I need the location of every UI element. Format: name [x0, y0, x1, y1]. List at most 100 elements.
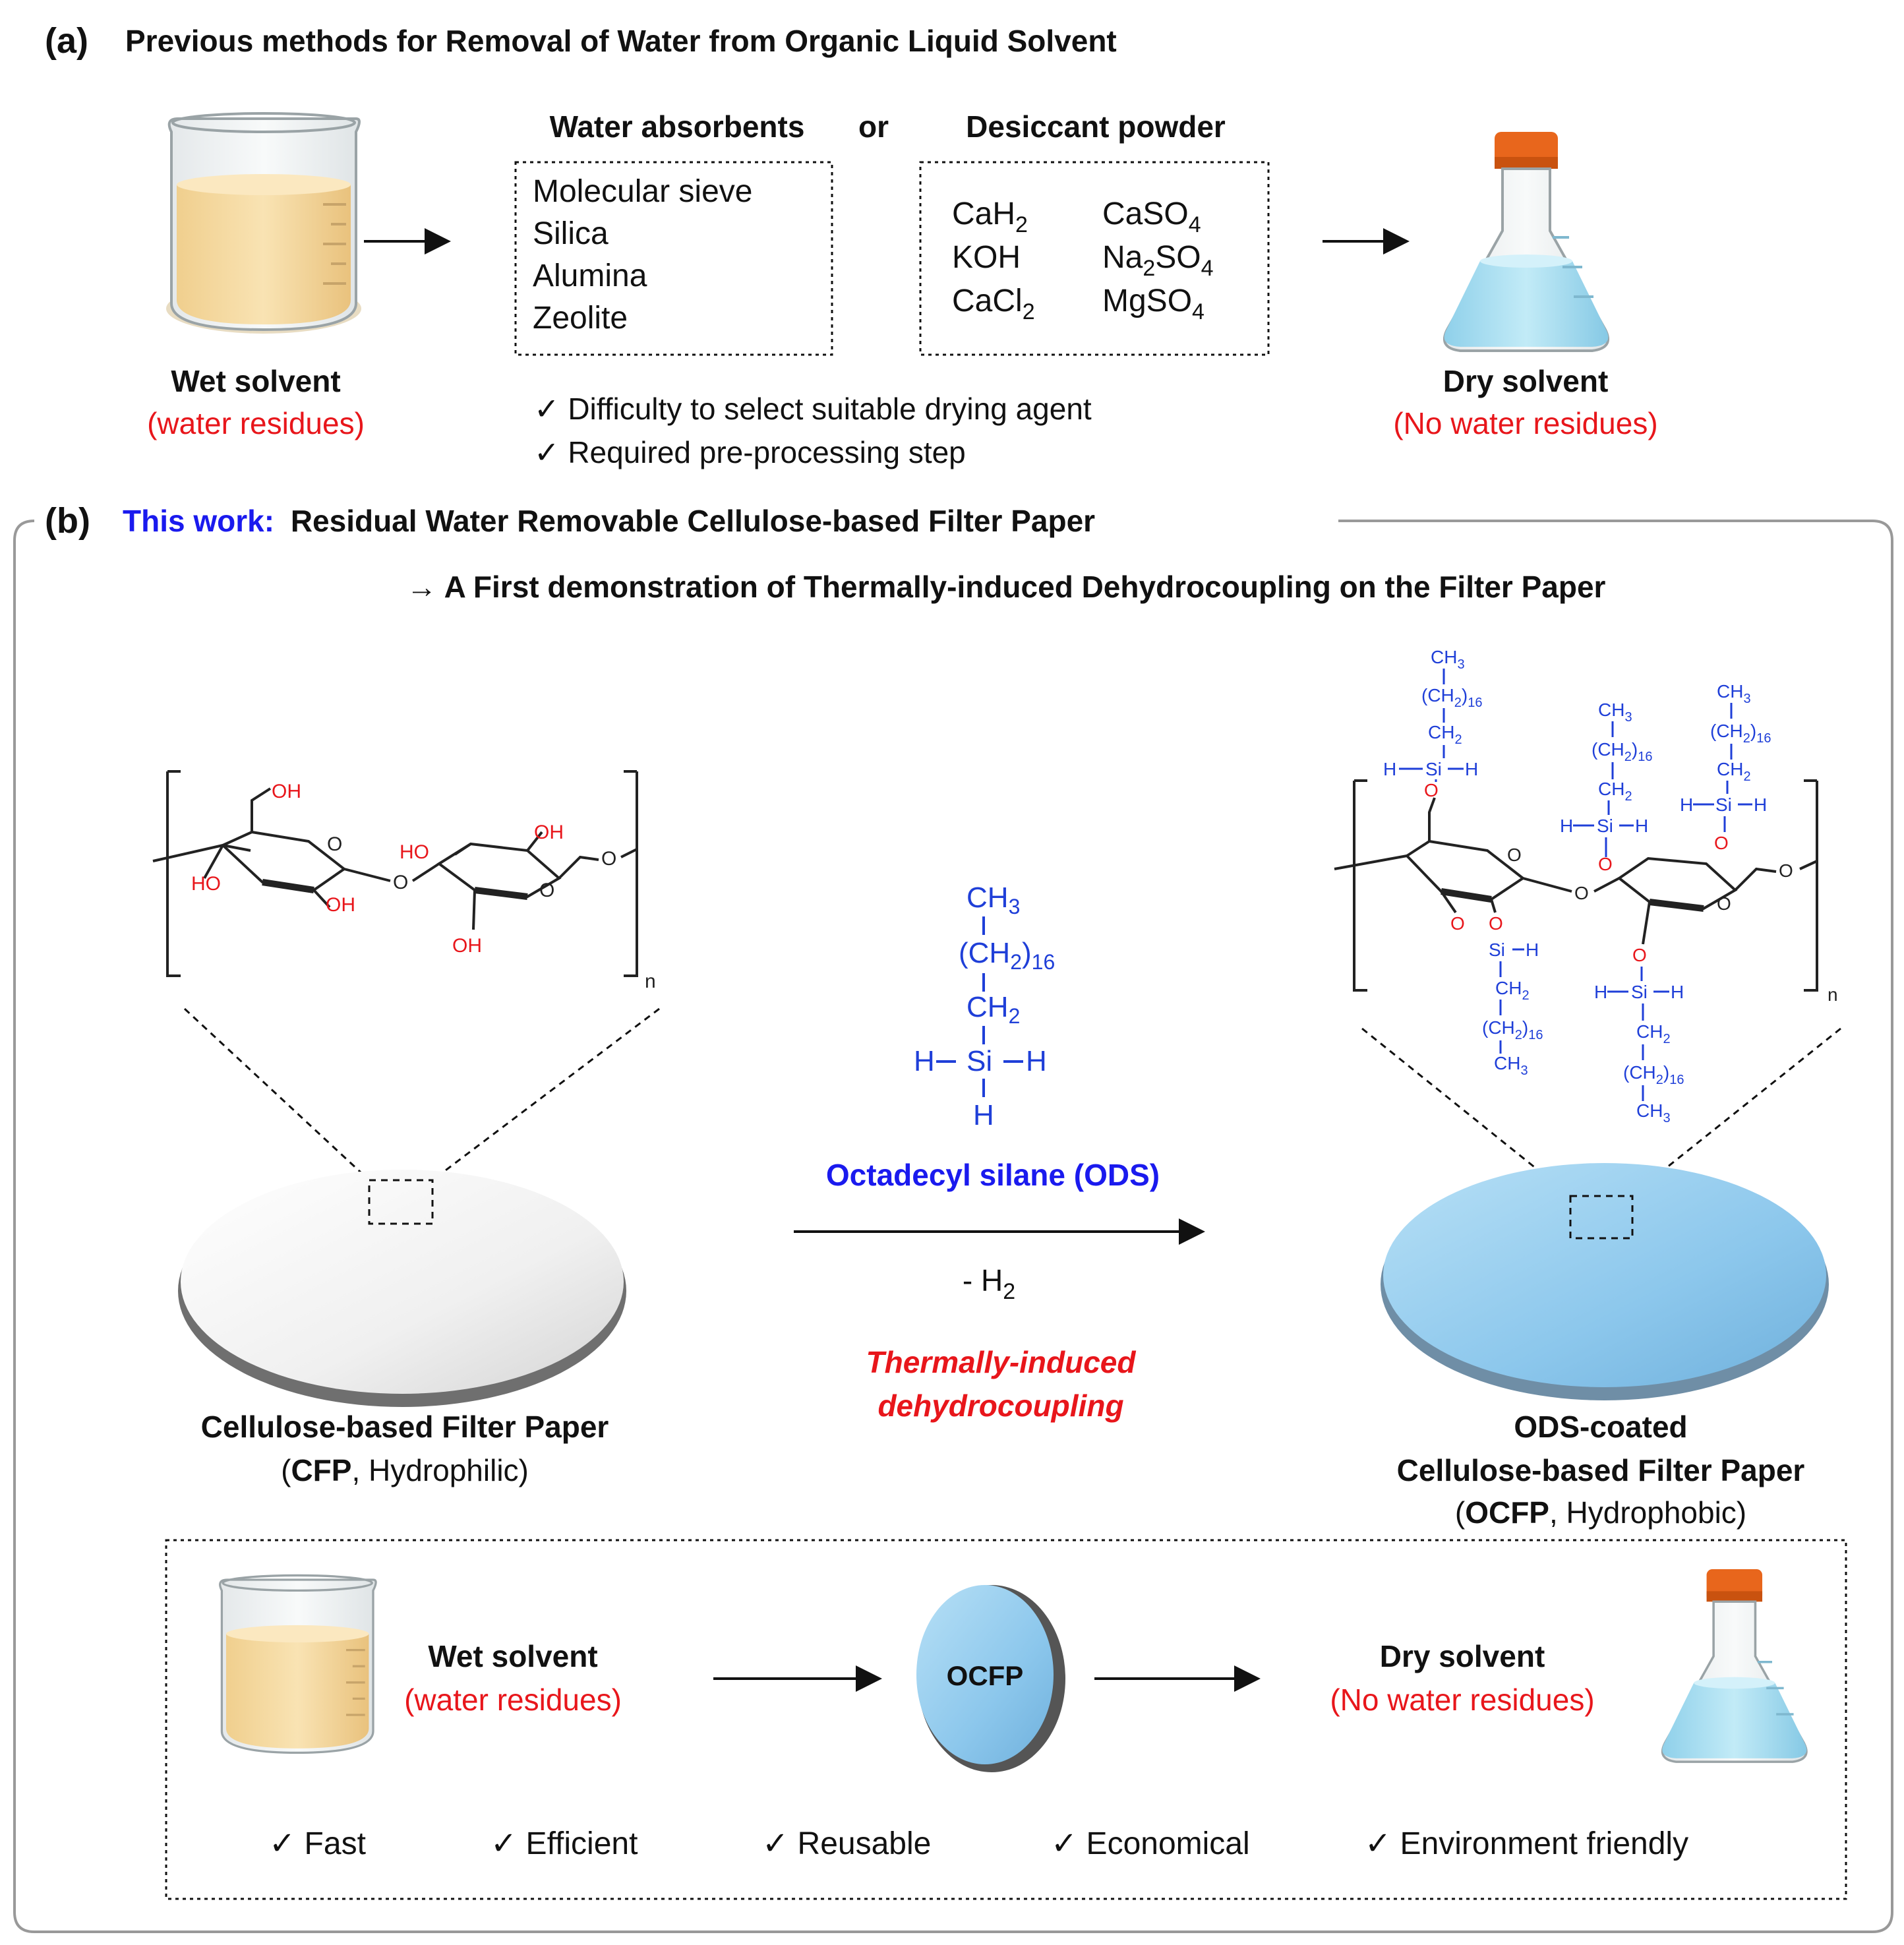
desiccant-item: CaCl2	[952, 284, 1035, 324]
svg-text:O: O	[393, 872, 408, 893]
ocfp-chain-bonds	[1399, 669, 1752, 1101]
svg-text:CH3: CH3	[1494, 1053, 1528, 1078]
n-subscript: n	[645, 971, 656, 992]
svg-text:O: O	[1717, 893, 1731, 914]
svg-text:Si: Si	[1425, 759, 1442, 779]
svg-text:Si: Si	[967, 1045, 992, 1077]
svg-text:CH2: CH2	[967, 991, 1020, 1028]
svg-text:O: O	[327, 833, 342, 855]
cfp-title: Cellulose-based Filter Paper	[201, 1410, 609, 1444]
panel-b-label: (b)	[45, 501, 90, 541]
svg-text:H: H	[973, 1099, 994, 1131]
svg-text:O: O	[1574, 883, 1589, 903]
dry-solvent-sub: (No water residues)	[1393, 406, 1657, 440]
benefits-list: ✓ Fast ✓ Efficient ✓ Reusable ✓ Economic…	[269, 1826, 1688, 1861]
svg-text:OH: OH	[452, 935, 482, 957]
absorbents-box	[514, 161, 833, 356]
flask-dry-icon	[1661, 1569, 1808, 1763]
panel-b: (b) This work: Residual Water Removable …	[13, 501, 1893, 1933]
panel-a: (a) Previous methods for Removal of Wate…	[45, 21, 1658, 469]
cfp-sub: (CFP, Hydrophilic)	[281, 1453, 529, 1487]
or-word: or	[858, 109, 889, 144]
svg-text:O: O	[1507, 845, 1522, 865]
svg-text:HO: HO	[400, 841, 429, 863]
beaker-wet-icon	[166, 112, 361, 334]
svg-text:(CH2)16: (CH2)16	[959, 937, 1055, 974]
svg-text:H: H	[1594, 982, 1607, 1002]
panel-b-title-text: Residual Water Removable Cellulose-based…	[291, 504, 1095, 538]
svg-text:O: O	[1424, 780, 1439, 800]
panel-b-title: This work: Residual Water Removable Cell…	[123, 504, 1095, 538]
svg-text:Si: Si	[1715, 794, 1732, 815]
condition-line1: Thermally-induced	[866, 1345, 1137, 1379]
process-dry-label: Dry solvent	[1380, 1639, 1545, 1673]
svg-text:H: H	[1465, 759, 1478, 779]
svg-text:(CH2)16: (CH2)16	[1623, 1062, 1684, 1087]
cfp-paper-icon	[178, 1170, 626, 1407]
svg-text:O: O	[1598, 854, 1613, 874]
svg-text:CH3: CH3	[1636, 1100, 1671, 1125]
svg-text:O: O	[601, 848, 616, 870]
svg-text:H: H	[1635, 816, 1648, 836]
svg-text:(CH2)16: (CH2)16	[1592, 739, 1652, 764]
absorbent-item: Alumina	[533, 258, 647, 293]
svg-text:H: H	[1383, 759, 1396, 779]
absorbents-header: Water absorbents	[550, 109, 805, 144]
svg-text:CH3: CH3	[1598, 700, 1632, 725]
ocfp-title1: ODS-coated	[1514, 1410, 1687, 1444]
svg-text:HO: HO	[191, 873, 221, 895]
drawback-item: ✓ Difficulty to select suitable drying a…	[534, 392, 1092, 426]
byproduct-label: - H2	[963, 1263, 1015, 1304]
ocfp-structure: n O O O O O O O O O O	[1334, 779, 1838, 1005]
benefit-item: ✓ Economical	[1051, 1826, 1250, 1861]
svg-text:O: O	[1779, 860, 1793, 881]
svg-text:CH2: CH2	[1717, 759, 1751, 784]
svg-text:H: H	[1754, 794, 1767, 815]
svg-text:CH2: CH2	[1598, 779, 1632, 804]
svg-text:O: O	[1489, 913, 1503, 934]
cfp-zoom-box	[368, 1179, 434, 1225]
absorbent-item: Molecular sieve	[533, 174, 752, 209]
desiccant-item: KOH	[952, 240, 1021, 275]
ocfp-zoom-box	[1569, 1195, 1634, 1240]
panel-b-subtitle: → A First demonstration of Thermally-ind…	[407, 570, 1606, 604]
svg-text:Si: Si	[1489, 940, 1505, 960]
svg-text:CH3: CH3	[1431, 647, 1465, 672]
svg-text:(CH2)16: (CH2)16	[1482, 1017, 1543, 1042]
process-box	[165, 1539, 1847, 1900]
ocfp-paper-icon	[1381, 1163, 1829, 1400]
svg-text:OH: OH	[272, 781, 301, 802]
n-subscript: n	[1828, 984, 1838, 1005]
zoom-lines-ocfp	[1361, 1027, 1841, 1197]
absorbent-item: Silica	[533, 216, 609, 251]
process-dry-sub: (No water residues)	[1330, 1683, 1594, 1717]
ocfp-title2: Cellulose-based Filter Paper	[1397, 1453, 1805, 1487]
svg-text:CH2: CH2	[1636, 1021, 1671, 1046]
benefit-item: ✓ Reusable	[762, 1826, 931, 1861]
panel-b-frame	[13, 520, 1893, 1933]
condition-line2: dehydrocoupling	[878, 1389, 1123, 1423]
beaker-wet-icon	[219, 1574, 377, 1754]
svg-text:H: H	[1671, 982, 1684, 1002]
filter-label: OCFP	[947, 1660, 1024, 1691]
ocfp-chains: CH3 (CH2)16 CH2 H Si H CH3 (CH2)16 CH2 H…	[1383, 647, 1771, 1125]
desiccant-item: CaSO4	[1102, 196, 1201, 237]
svg-text:H: H	[1526, 940, 1539, 960]
svg-text:(CH2)16: (CH2)16	[1710, 721, 1771, 746]
desiccant-item: Na2SO4	[1102, 240, 1214, 281]
desiccant-header: Desiccant powder	[966, 109, 1226, 144]
svg-text:O: O	[539, 880, 554, 901]
dry-solvent-label: Dry solvent	[1443, 364, 1609, 398]
ocfp-sub: (OCFP, Hydrophobic)	[1455, 1495, 1746, 1530]
desiccant-item: MgSO4	[1102, 284, 1205, 324]
svg-text:CH3: CH3	[967, 882, 1020, 918]
svg-text:O: O	[1632, 945, 1647, 965]
absorbent-item: Zeolite	[533, 301, 628, 336]
svg-text:H: H	[1026, 1045, 1047, 1077]
svg-text:CH3: CH3	[1717, 681, 1751, 706]
svg-text:CH2: CH2	[1428, 722, 1462, 747]
svg-text:H: H	[914, 1045, 935, 1077]
ocfp-filter-icon: OCFP	[916, 1585, 1065, 1772]
benefit-item: ✓ Efficient	[491, 1826, 638, 1861]
